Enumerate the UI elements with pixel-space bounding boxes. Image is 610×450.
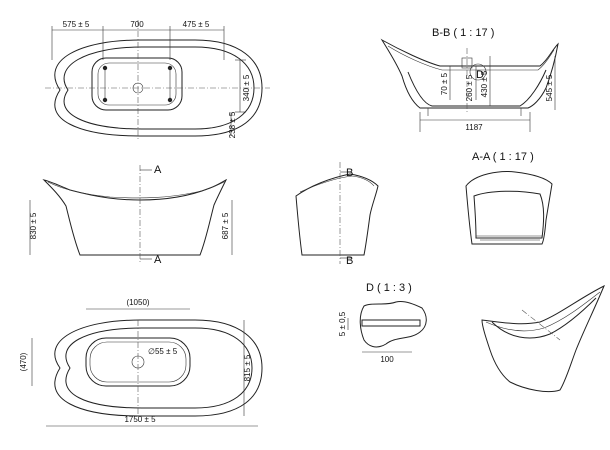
top-view: 575 ± 5 700 475 ± 5 340 ± 5 238 ± 5 — [45, 20, 270, 140]
side-view: 830 ± 5 687 ± 5 A A — [29, 164, 233, 266]
dim-70: 70 ± 5 — [440, 72, 449, 95]
dim-340: 340 ± 5 — [242, 74, 251, 101]
dim-100: 100 — [380, 355, 394, 364]
detail-d: D ( 1 : 3 ) 5 ± 0,5 100 — [338, 282, 427, 364]
section-mark-a-top: A — [154, 164, 162, 176]
section-mark-b-top: B — [346, 167, 353, 179]
section-bb: B-B ( 1 : 17 ) 1187 70 ± 5 260 ± 5 430 ±… — [380, 27, 559, 132]
bottom-view: (1050) (470) ∅55 ± 5 815 ± 5 1750 ± 5 — [19, 298, 263, 427]
dim-5: 5 ± 0,5 — [338, 311, 347, 336]
dim-475: 475 ± 5 — [183, 20, 210, 29]
dim-1750: 1750 ± 5 — [124, 415, 156, 424]
detail-d-title: D ( 1 : 3 ) — [366, 282, 412, 294]
dim-815: 815 ± 5 — [243, 354, 252, 381]
dim-545: 545 ± 5 — [545, 74, 554, 101]
iso-view — [481, 284, 605, 393]
end-view: B B — [295, 162, 379, 267]
dim-1187: 1187 — [465, 123, 483, 132]
section-bb-title: B-B ( 1 : 17 ) — [432, 27, 494, 39]
section-mark-a-bottom: A — [154, 254, 162, 266]
dim-575: 575 ± 5 — [63, 20, 90, 29]
detail-marker-d: D — [476, 69, 484, 81]
section-aa-title: A-A ( 1 : 17 ) — [472, 151, 534, 163]
dim-830: 830 ± 5 — [29, 212, 38, 239]
dim-drain-diameter: ∅55 ± 5 — [148, 347, 178, 356]
dim-687: 687 ± 5 — [221, 212, 230, 239]
dim-260: 260 ± 5 — [465, 74, 474, 101]
dim-1050: (1050) — [126, 298, 149, 307]
dim-700: 700 — [130, 20, 144, 29]
dim-430: 430 ± 5 — [480, 70, 489, 97]
section-aa: A-A ( 1 : 17 ) — [465, 151, 553, 245]
dim-470: (470) — [19, 352, 28, 371]
dim-238: 238 ± 5 — [228, 111, 237, 138]
section-mark-b-bottom: B — [346, 255, 353, 267]
